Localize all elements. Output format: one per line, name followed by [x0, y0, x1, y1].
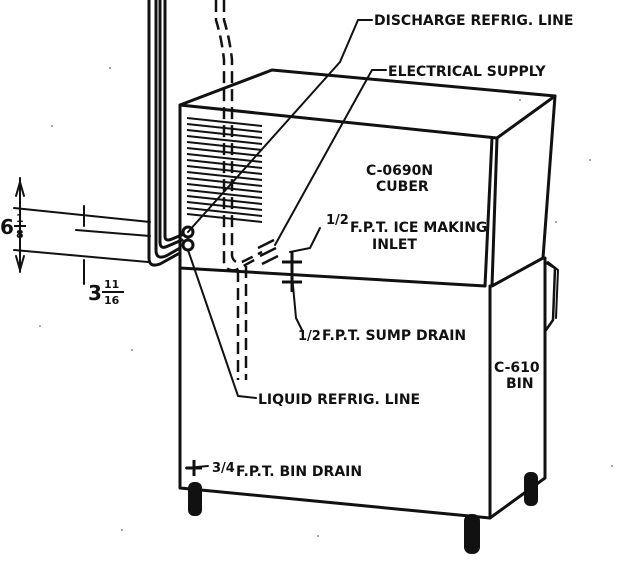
ice-inlet-fraction: 1/2 — [326, 213, 349, 228]
cuber-model-label: C-0690N — [366, 163, 433, 179]
sump-drain-label: F.P.T. SUMP DRAIN — [322, 328, 466, 344]
cuber-unit — [178, 68, 557, 288]
lower-dim-whole: 3 — [88, 281, 102, 305]
ice-inlet-fitting — [257, 238, 279, 266]
sump-drain-fraction: 1/2 — [298, 329, 321, 344]
bin-model-label: C-610 — [494, 360, 540, 376]
bin-type-label: BIN — [506, 376, 534, 392]
lower-dimension: 3 11 16 — [88, 278, 124, 307]
bin-legs — [188, 472, 538, 554]
inlet-marker — [282, 252, 302, 292]
ice-inlet-label: F.P.T. ICE MAKING — [350, 220, 487, 236]
bin-drain-label: F.P.T. BIN DRAIN — [236, 464, 362, 480]
upper-dim-whole: 6 — [0, 215, 14, 239]
lower-dim-den: 16 — [104, 294, 120, 307]
bin-unit — [178, 256, 559, 520]
scan-specks — [39, 67, 613, 537]
bin-drain-marker — [186, 460, 202, 476]
discharge-line — [147, 0, 186, 267]
lower-dim-num: 11 — [104, 278, 119, 291]
upper-dim-den: 8 — [16, 228, 24, 241]
upper-dim-num: 1 — [16, 212, 24, 225]
upper-dimension: 6 1 8 — [0, 212, 26, 241]
liquid-line-label: LIQUID REFRIG. LINE — [258, 392, 420, 408]
electrical-supply-label: ELECTRICAL SUPPLY — [388, 64, 546, 80]
electrical-conduit-dashed — [214, 0, 263, 380]
ice-inlet-label-2: INLET — [372, 237, 417, 253]
dimension-lines — [13, 177, 151, 285]
liquid-fitting — [181, 238, 195, 252]
discharge-label: DISCHARGE REFRIG. LINE — [374, 13, 573, 29]
cuber-type-label: CUBER — [376, 179, 429, 195]
leader-lines — [185, 19, 387, 469]
bin-drain-fraction: 3/4 — [212, 461, 235, 476]
